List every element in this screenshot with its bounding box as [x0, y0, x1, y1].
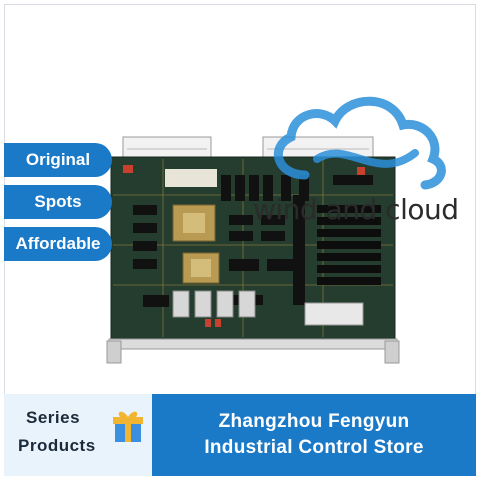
series-label: Series: [26, 408, 81, 427]
tag-spots: Spots: [4, 185, 112, 219]
gift-icon: [113, 411, 143, 442]
store-name-line2: Industrial Control Store: [204, 437, 424, 458]
products-label: Products: [18, 436, 96, 455]
watermark-text: wind and cloud: [253, 193, 459, 226]
circuit-board-image: [106, 136, 400, 364]
tag-affordable: Affordable: [4, 227, 112, 261]
cloud-icon: [273, 96, 446, 190]
tag-original: Original: [4, 143, 112, 177]
store-name-line1: Zhangzhou Fengyun: [218, 411, 410, 432]
store-name-panel: Zhangzhou Fengyun Industrial Control Sto…: [152, 394, 476, 476]
bottom-banner: Series Products Zhangzhou Fengyun Indust…: [4, 394, 476, 476]
series-products-panel: Series Products: [4, 394, 152, 476]
